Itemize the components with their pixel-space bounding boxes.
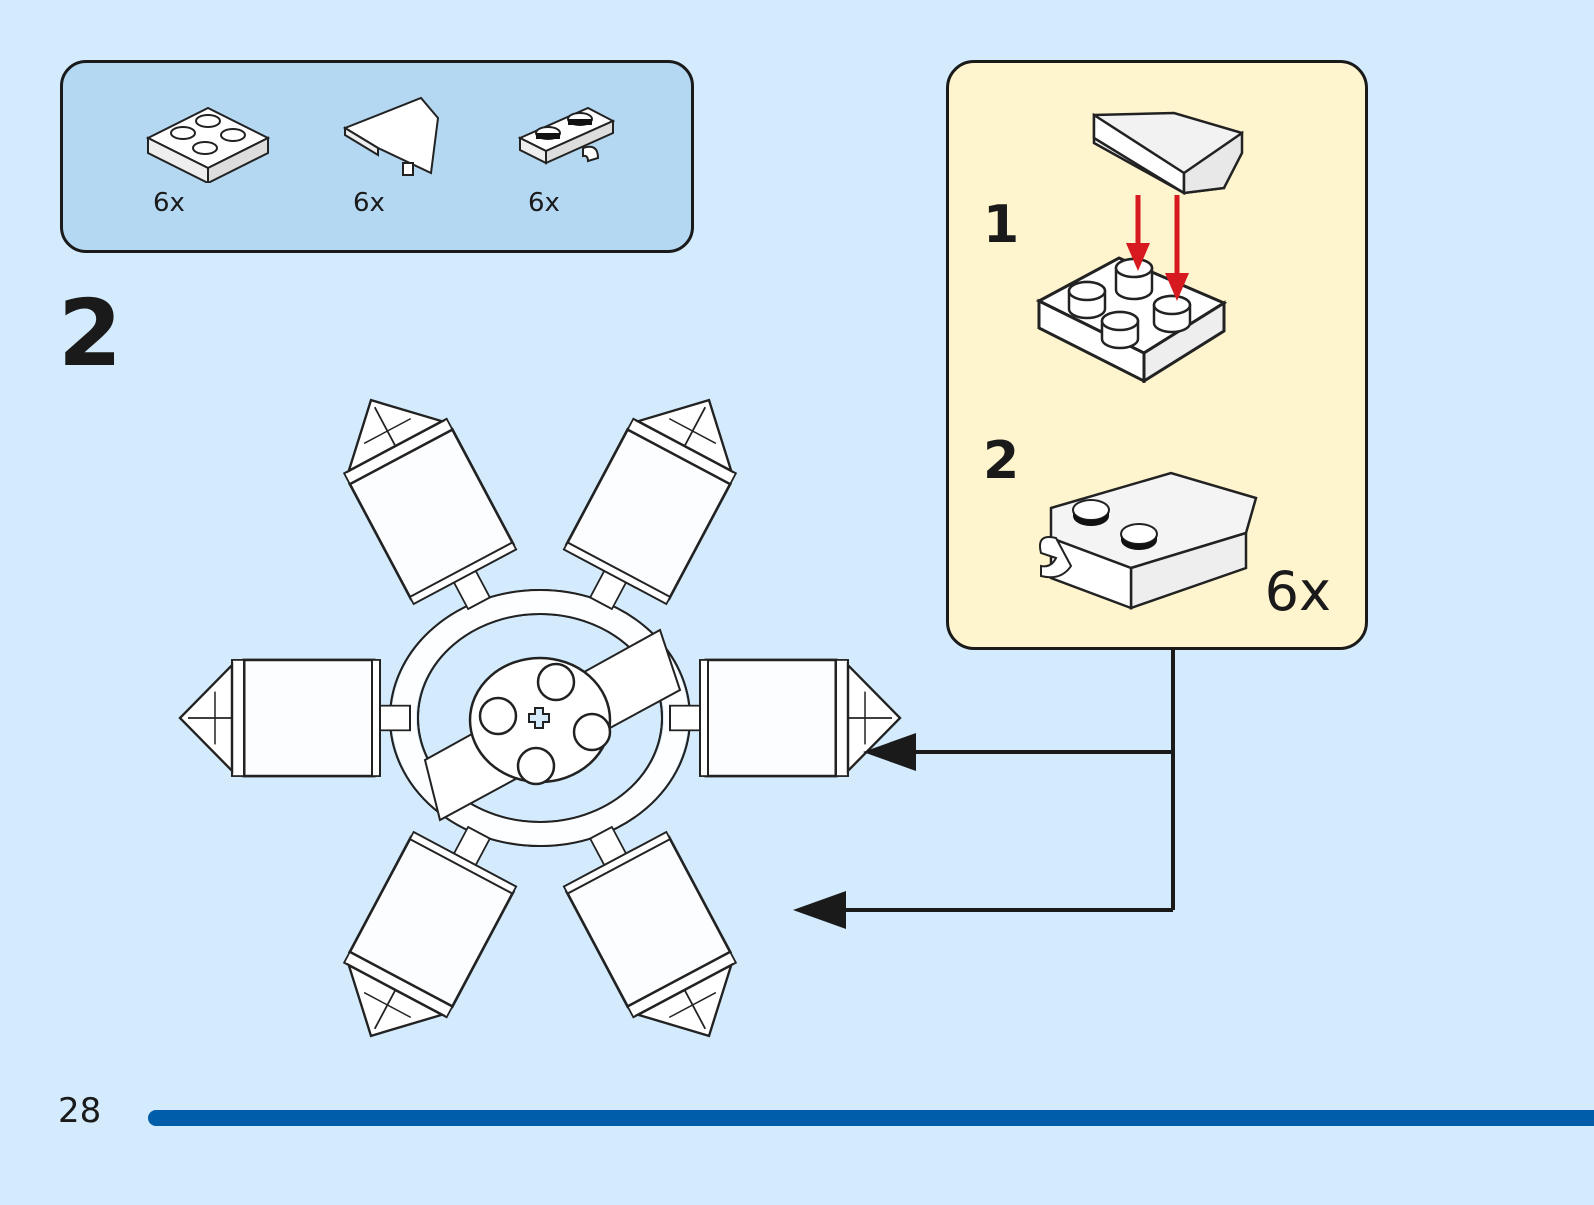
parts-list-item: 6x xyxy=(343,93,483,233)
part-quantity: 6x xyxy=(153,188,185,218)
plate-with-clip-icon xyxy=(518,106,616,165)
callout-lines xyxy=(793,650,1175,929)
page-number: 28 xyxy=(58,1091,102,1131)
step-number: 2 xyxy=(58,280,123,387)
petal-subassembly xyxy=(562,398,738,611)
part-quantity: 6x xyxy=(353,188,385,218)
petal-subassembly xyxy=(178,658,411,778)
arrow-left-icon xyxy=(793,891,846,929)
petal-subassembly xyxy=(669,658,902,778)
hub-icon xyxy=(468,656,612,786)
sub-step-number: 2 xyxy=(983,431,1020,491)
wedge-slope-icon xyxy=(343,96,440,176)
cross-bar-icon xyxy=(423,628,682,822)
parts-list-item: 6x xyxy=(143,93,283,233)
page-progress-bar xyxy=(148,1110,1594,1126)
part-quantity: 6x xyxy=(528,188,560,218)
sub-step-number: 1 xyxy=(983,195,1020,255)
arrow-left-icon xyxy=(863,733,916,771)
plate-2x2-icon xyxy=(145,106,271,183)
sub-assembly-panel: 1 2 6x xyxy=(946,60,1368,650)
petal-subassembly xyxy=(342,825,518,1038)
page-progress-fill xyxy=(148,1110,1594,1126)
petal-subassembly xyxy=(562,825,738,1038)
petal-subassembly xyxy=(342,398,518,611)
red-arrow-icon xyxy=(1126,195,1189,301)
completed-subassembly-icon xyxy=(1039,471,1258,610)
parts-list-item: 6x xyxy=(518,93,658,233)
sub-assembly-quantity: 6x xyxy=(1264,560,1331,623)
parts-list-panel: 6x 6x 6x xyxy=(60,60,694,253)
ring-icon xyxy=(389,589,691,847)
wedge-onto-plate-icon xyxy=(1035,111,1244,383)
